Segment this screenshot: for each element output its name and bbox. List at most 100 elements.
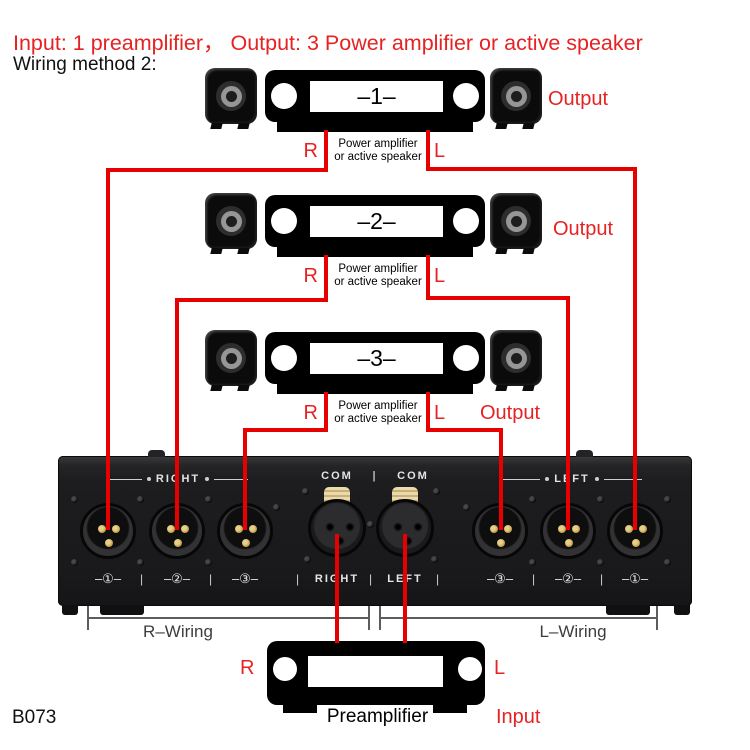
device-foot bbox=[100, 605, 144, 615]
speaker-foot bbox=[495, 385, 508, 391]
output-label: Output bbox=[480, 402, 541, 424]
separator: | bbox=[436, 572, 440, 586]
speaker-driver bbox=[216, 343, 246, 373]
speaker-foot bbox=[495, 248, 508, 254]
screw-icon bbox=[367, 521, 374, 528]
screw-icon bbox=[597, 559, 604, 566]
separator: | bbox=[369, 572, 373, 586]
speaker-icon bbox=[205, 193, 257, 255]
dot-icon bbox=[146, 477, 151, 481]
speaker-foot bbox=[210, 385, 223, 391]
device-foot bbox=[674, 605, 690, 615]
port-label-left-3: –③– bbox=[486, 571, 514, 586]
speaker-foot bbox=[237, 248, 250, 254]
com-section-header: COM | COM bbox=[307, 470, 443, 482]
speaker-driver bbox=[216, 81, 246, 111]
amplifier-number-display: –3– bbox=[310, 343, 443, 374]
separator: | bbox=[600, 572, 604, 586]
screw-icon bbox=[137, 496, 144, 503]
speaker-foot bbox=[522, 248, 535, 254]
amp-description-line1: Power amplifier bbox=[338, 138, 418, 150]
separator: | bbox=[532, 572, 536, 586]
speaker-foot bbox=[210, 248, 223, 254]
dot-icon bbox=[545, 477, 550, 481]
separator: | bbox=[140, 572, 144, 586]
preamp-r-label: R bbox=[240, 657, 255, 679]
l-wiring-bracket-line bbox=[380, 617, 657, 619]
model-number: B073 bbox=[12, 707, 57, 728]
screw-icon bbox=[433, 488, 440, 495]
preamplifier-label: Preamplifier bbox=[326, 706, 429, 727]
device-foot bbox=[62, 605, 78, 615]
speaker-foot bbox=[522, 123, 535, 129]
r-wiring-bracket-line bbox=[88, 617, 369, 619]
separator: | bbox=[209, 572, 213, 586]
amplifier-number: –2– bbox=[357, 208, 396, 234]
speaker-foot bbox=[495, 123, 508, 129]
screw-icon bbox=[664, 496, 671, 503]
r-terminal-label: R bbox=[303, 402, 318, 424]
xlr-male-right-3 bbox=[217, 503, 273, 559]
amplifier-knob-hole bbox=[271, 83, 297, 109]
screw-icon bbox=[302, 488, 309, 495]
port-label-right-3: –③– bbox=[231, 571, 259, 586]
dot-icon bbox=[205, 477, 210, 481]
amplifier-number-display: –1– bbox=[310, 81, 443, 112]
wiring-method-label: Wiring method 2: bbox=[13, 54, 157, 75]
amplifier-knob-hole bbox=[453, 83, 479, 109]
speaker-foot bbox=[522, 385, 535, 391]
speaker-icon bbox=[205, 330, 257, 392]
xlr-male-right-2 bbox=[149, 503, 205, 559]
screw-icon bbox=[664, 559, 671, 566]
amp-description-line2: or active speaker bbox=[334, 413, 422, 425]
amplifier-knob-hole bbox=[453, 345, 479, 371]
amp-description-line2: or active speaker bbox=[334, 276, 422, 288]
l-terminal-label: L bbox=[434, 265, 446, 287]
output-label: Output bbox=[553, 218, 614, 240]
xlr-male-right-1 bbox=[80, 503, 136, 559]
l-terminal-label: L bbox=[434, 402, 446, 424]
speaker-foot bbox=[210, 123, 223, 129]
preamplifier-knob-hole bbox=[273, 657, 297, 681]
speaker-icon bbox=[205, 68, 257, 130]
dot-icon bbox=[594, 477, 599, 481]
divider-line bbox=[603, 478, 642, 480]
speaker-driver bbox=[501, 81, 531, 111]
device-top-screw bbox=[148, 450, 165, 457]
com-label: COM bbox=[321, 470, 353, 482]
bracket-tick bbox=[368, 606, 370, 630]
amp-description-line1: Power amplifier bbox=[338, 263, 418, 275]
port-label-left-1: –①– bbox=[621, 571, 649, 586]
amp-description-line1: Power amplifier bbox=[338, 400, 418, 412]
preamplifier-display bbox=[308, 656, 443, 687]
screw-icon bbox=[463, 504, 470, 511]
preamplifier-knob-hole bbox=[458, 657, 482, 681]
amplifier-number: –3– bbox=[357, 345, 396, 371]
r-terminal-label: R bbox=[303, 265, 318, 287]
device-foot bbox=[606, 605, 650, 615]
page-title: Input: 1 preamplifier， Output: 3 Power a… bbox=[13, 31, 643, 55]
xlr-female-com-left bbox=[376, 499, 434, 557]
speaker-icon bbox=[490, 330, 542, 392]
amplifier-number-display: –2– bbox=[310, 206, 443, 237]
amplifier-base bbox=[277, 120, 473, 132]
screw-icon bbox=[71, 496, 78, 503]
xlr-male-left-2 bbox=[540, 503, 596, 559]
amp-description-line2: or active speaker bbox=[334, 151, 422, 163]
bracket-tick bbox=[656, 606, 658, 630]
divider-line bbox=[108, 478, 142, 480]
screw-icon bbox=[304, 556, 311, 563]
preamplifier-foot bbox=[433, 705, 467, 713]
port-label-right-1: –①– bbox=[94, 571, 122, 586]
screw-icon bbox=[205, 559, 212, 566]
speaker-driver bbox=[501, 206, 531, 236]
divider-line bbox=[214, 478, 249, 480]
screw-icon bbox=[205, 496, 212, 503]
right-section-header: RIGHT bbox=[108, 472, 249, 486]
